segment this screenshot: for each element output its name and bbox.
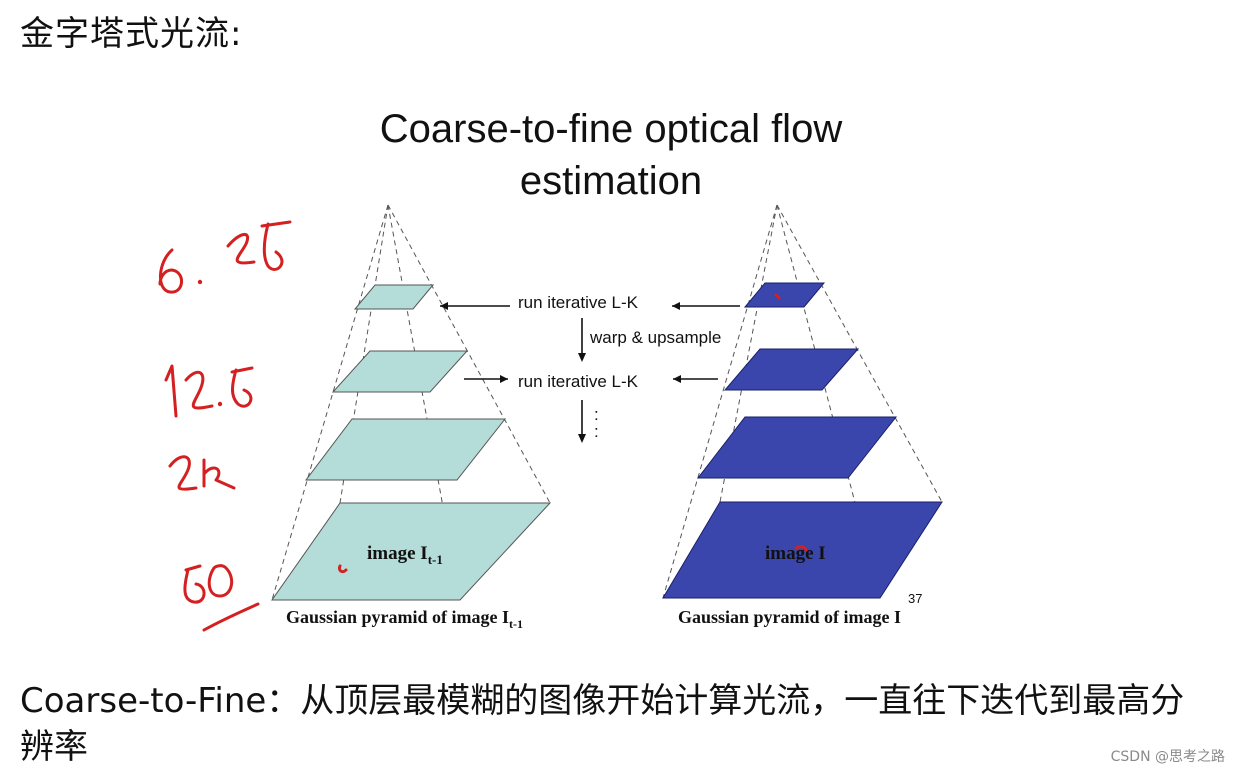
step-top-label: run iterative L-K: [518, 293, 639, 312]
continuation-dots-2: :: [594, 422, 599, 441]
left-layer-4: [271, 502, 552, 601]
right-pyramid-caption: Gaussian pyramid of image I: [678, 607, 901, 627]
handwritten-annotations: [158, 220, 808, 632]
right-layer-2: [723, 348, 860, 391]
slide-title-line1: Coarse-to-fine optical flow: [380, 107, 843, 151]
slide-number: 37: [908, 591, 922, 606]
left-image-label: image It-1: [367, 543, 443, 567]
left-pyramid: image It-1 Gaussian pyramid of image It-…: [271, 204, 552, 631]
left-layer-1: [353, 284, 435, 310]
handwritten-level-4: [183, 564, 260, 632]
handwritten-level-1: [158, 220, 292, 294]
continuation-dots: :: [594, 405, 599, 424]
right-layer-1: [743, 282, 826, 308]
bottom-caption: Coarse-to-Fine：从顶层最模糊的图像开始计算光流，一直往下迭代到最高…: [20, 681, 1185, 767]
step-second-label: run iterative L-K: [518, 372, 639, 391]
left-layer-3: [304, 418, 507, 481]
left-pyramid-caption: Gaussian pyramid of image It-1: [286, 607, 523, 631]
handwritten-level-3: [168, 455, 236, 491]
right-pyramid: image I 37 Gaussian pyramid of image I: [662, 204, 943, 627]
csdn-watermark: CSDN @思考之路: [1110, 749, 1225, 765]
step-warp-label: warp & upsample: [589, 328, 721, 347]
right-image-label: image I: [765, 543, 826, 564]
flow-arrows: run iterative L-K warp & upsample run it…: [440, 293, 740, 443]
right-layer-4: [662, 501, 943, 599]
page-heading: 金字塔式光流:: [20, 14, 243, 54]
right-layer-3: [696, 416, 898, 479]
slide-title-line2: estimation: [520, 159, 702, 203]
left-layer-2: [331, 350, 469, 393]
handwritten-level-2: [164, 364, 254, 418]
